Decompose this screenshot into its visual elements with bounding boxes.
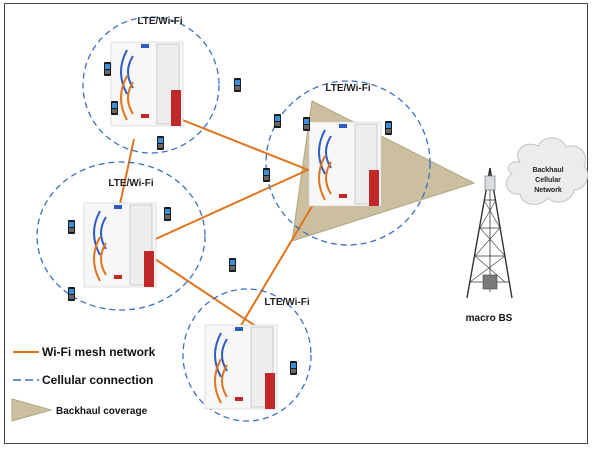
coverage-circle-3 [36,161,206,311]
user-phones [68,62,392,375]
coverage-circle-4 [182,288,312,422]
macro-bs-tower [466,167,513,299]
legend-backhaul-swatch [11,398,53,422]
legend-backhaul-label: Backhaul coverage [56,406,148,417]
legend: Wi-Fi mesh network Cellular connection B… [11,345,156,422]
phone-icon [111,101,118,115]
backhaul-cloud: Backhaul Cellular Network [505,137,589,205]
phone-icon [385,121,392,135]
cell-label-4: LTE/Wi-Fi [264,297,309,308]
phone-icon [68,287,75,301]
cellular-coverage-circles [36,16,431,422]
legend-mesh-label: Wi-Fi mesh network [42,345,156,359]
phone-icon [164,207,171,221]
phone-icon [104,62,111,76]
coverage-circle-1 [82,16,220,154]
mesh-link-3 [148,167,313,243]
cloud-label-line-3: Network [534,187,562,194]
access-point-device-3 [83,202,157,288]
cell-label-1: LTE/Wi-Fi [137,16,182,27]
access-point-device-2 [308,121,382,207]
diagram-border [4,3,588,444]
access-point-device-4 [204,324,278,410]
cell-label-2: LTE/Wi-Fi [325,83,370,94]
legend-cellular-label: Cellular connection [42,373,153,387]
cell-label-3: LTE/Wi-Fi [108,178,153,189]
mesh-link-4 [148,254,258,328]
mesh-link-5 [239,202,315,328]
phone-icon [68,220,75,234]
phone-icon [263,168,270,182]
cloud-label-line-1: Backhaul [532,167,563,174]
macro-bs-label: macro BS [466,313,513,324]
phone-icon [157,136,164,150]
phone-icon [274,114,281,128]
mesh-link-1 [179,118,312,172]
coverage-circle-2 [265,80,431,246]
phone-icon [290,361,297,375]
phone-icon [303,117,310,131]
phone-icon [229,258,236,272]
cloud-label-line-2: Cellular [535,177,561,184]
access-point-device-1 [110,41,184,127]
phone-icon [234,78,241,92]
